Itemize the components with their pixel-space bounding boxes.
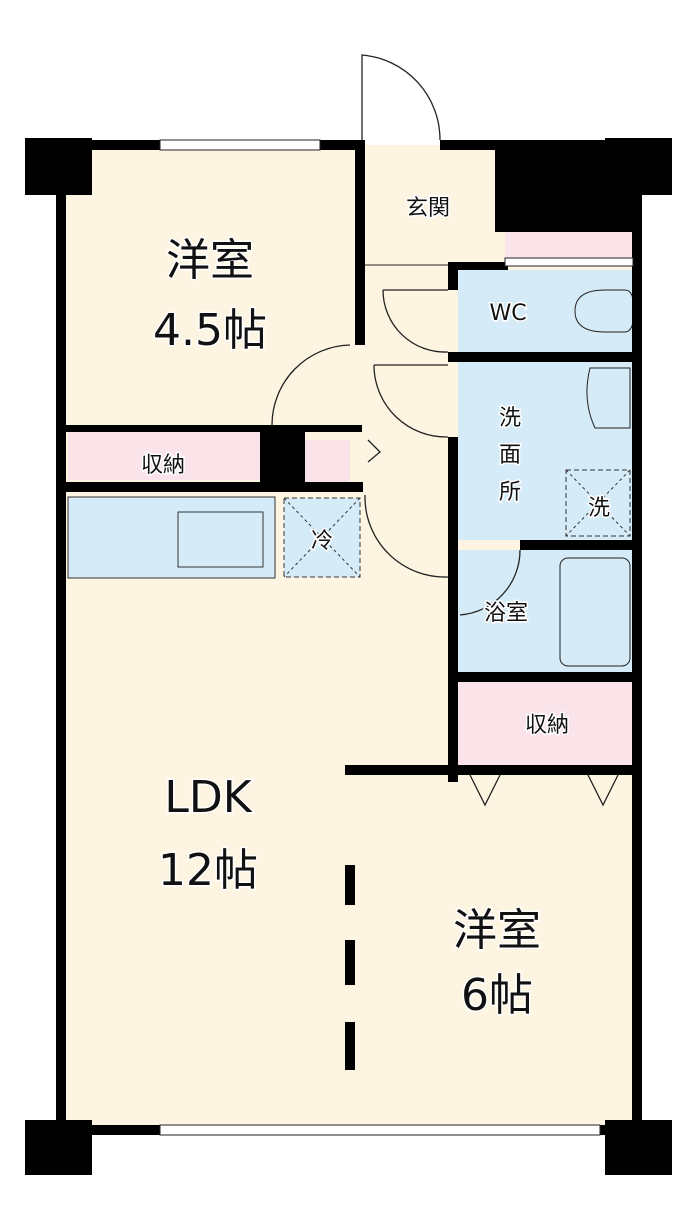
western-room-2-size: 6帖 xyxy=(461,970,533,1021)
bathtub-icon xyxy=(559,557,631,667)
washer-space xyxy=(565,469,631,537)
washroom-label-3: 所 xyxy=(499,480,521,505)
western-room-1-size: 4.5帖 xyxy=(153,305,267,356)
storage-1 xyxy=(68,432,260,480)
western-room-2-name: 洋室 xyxy=(453,905,541,956)
storage-small xyxy=(305,440,350,482)
ldk-name: LDK xyxy=(164,772,252,823)
washer-label: 洗 xyxy=(588,496,610,521)
windows xyxy=(159,139,634,1136)
storage-2 xyxy=(458,682,634,765)
toilet-icon xyxy=(574,289,635,333)
ldk-size: 12帖 xyxy=(158,845,258,896)
storage-2-label: 収納 xyxy=(525,713,569,738)
walls xyxy=(25,138,672,1175)
western-room-1-name: 洋室 xyxy=(166,235,254,286)
washroom-label-1: 洗 xyxy=(499,406,521,431)
washroom-label-2: 面 xyxy=(499,443,521,468)
entrance-label: 玄関 xyxy=(406,196,450,221)
sink xyxy=(177,511,264,568)
bathroom-label: 浴室 xyxy=(484,601,528,626)
washbasin-icon xyxy=(586,367,631,429)
door-arcs xyxy=(271,54,619,807)
wc-label: WC xyxy=(489,301,526,326)
fridge-label: 冷 xyxy=(311,529,333,554)
storage-1-label: 収納 xyxy=(141,453,185,478)
